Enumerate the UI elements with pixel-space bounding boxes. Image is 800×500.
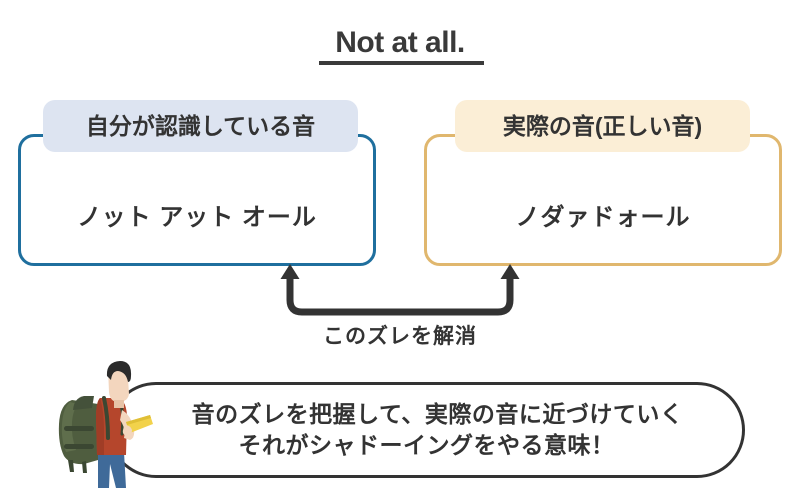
hair [106,361,132,382]
compare-right-content: ノダァドォール [515,203,691,231]
compare-left-header: 自分が認識している音 [43,100,358,152]
bubble-line-1: 音のズレを把握して、実際の音に近づけていく [191,400,684,427]
backpacker-illustration [58,361,153,488]
compare-right-header: 実際の音(正しい音) [455,100,750,152]
double-up-arrow-icon [280,264,520,316]
gap-label: このズレを解消 [323,325,477,348]
compare-box-right: ノダァドォール [424,134,782,266]
head [108,367,129,402]
title-underline [319,61,484,65]
compare-box-left: ノット アット オール [18,134,376,266]
compare-left-content: ノット アット オール [77,203,317,231]
backpack-icon [58,396,98,473]
message-bubble: 音のズレを把握して、実際の音に近づけていく それがシャドーイングをやる意味！ [108,382,745,478]
book-icon [126,415,153,433]
pants [98,452,126,488]
message-bubble-text: 音のズレを把握して、実際の音に近づけていく それがシャドーイングをやる意味！ [111,385,742,475]
bubble-line-2: それがシャドーイングをやる意味！ [238,432,615,458]
page-title: Not at all. [335,26,465,59]
hand [122,425,132,436]
